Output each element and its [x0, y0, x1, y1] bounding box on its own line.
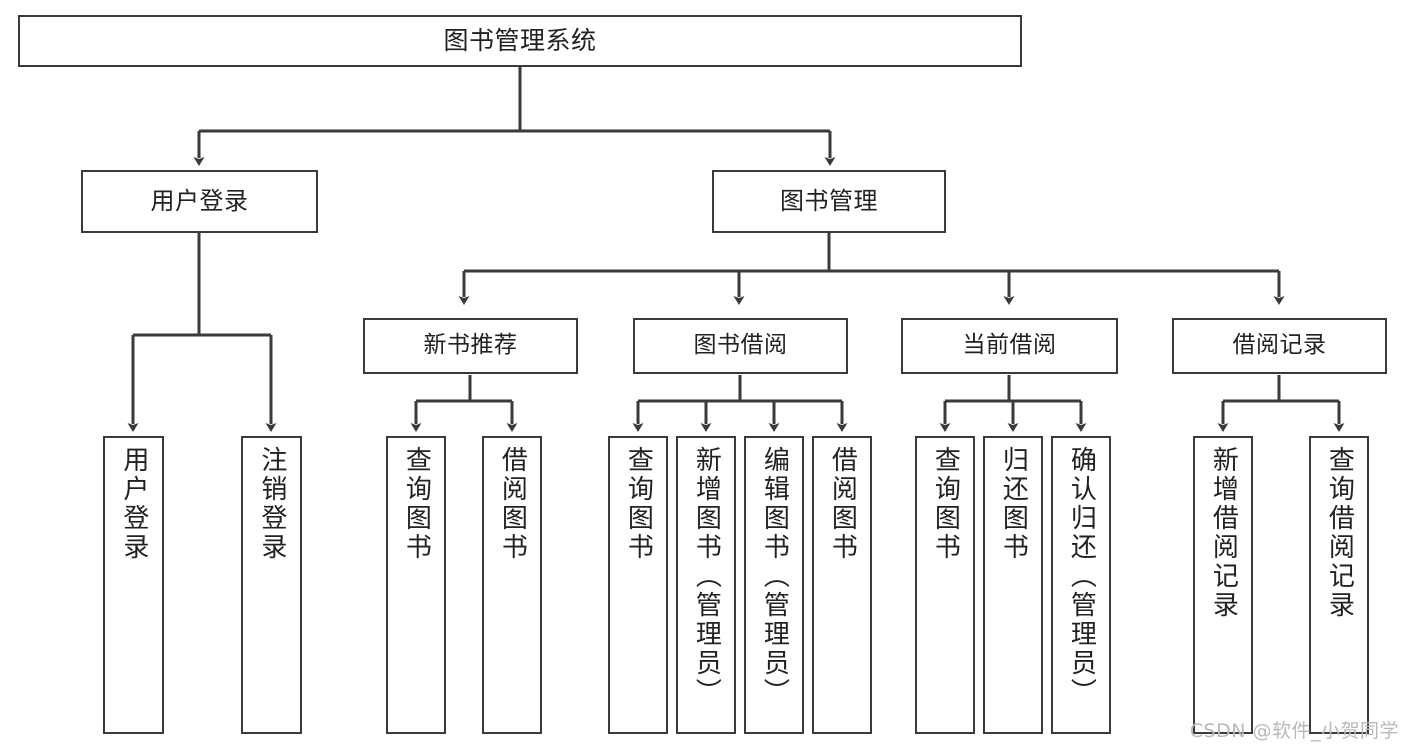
- node-label: 查询图书: [401, 446, 432, 562]
- node-label: 借阅记录: [1232, 332, 1327, 359]
- node-label: 确认归还（管理员）: [1066, 446, 1097, 707]
- csdn-watermark: CSDN @软件_小贺同学: [1189, 720, 1399, 742]
- leaf-record-add-record[interactable]: 新增借阅记录: [1193, 436, 1253, 734]
- node-label: 当前借阅: [962, 332, 1057, 359]
- node-book-management[interactable]: 图书管理: [712, 170, 946, 233]
- node-label: 图书管理: [780, 187, 878, 216]
- node-borrow-record[interactable]: 借阅记录: [1172, 318, 1387, 374]
- node-label: 图书管理系统: [443, 26, 597, 55]
- node-current-borrow[interactable]: 当前借阅: [901, 318, 1118, 374]
- leaf-current-confirm-return-admin[interactable]: 确认归还（管理员）: [1051, 436, 1111, 734]
- node-label: 查询借阅记录: [1324, 446, 1355, 620]
- leaf-recommend-borrow-book[interactable]: 借阅图书: [482, 436, 542, 734]
- node-label: 用户登录: [150, 187, 249, 216]
- node-label: 新增图书（管理员）: [691, 446, 722, 707]
- node-label: 借阅图书: [827, 446, 858, 562]
- leaf-current-query-book[interactable]: 查询图书: [915, 436, 975, 734]
- node-label: 编辑图书（管理员）: [759, 446, 790, 707]
- node-label: 新书推荐: [423, 332, 518, 359]
- node-label: 图书借阅: [693, 332, 788, 359]
- leaf-user-login-logout[interactable]: 注销登录: [241, 436, 302, 734]
- leaf-borrow-borrow-book[interactable]: 借阅图书: [812, 436, 872, 734]
- leaf-record-query-record[interactable]: 查询借阅记录: [1309, 436, 1369, 734]
- node-new-book-recommend[interactable]: 新书推荐: [363, 318, 578, 374]
- node-book-borrow[interactable]: 图书借阅: [633, 318, 848, 374]
- node-label: 查询图书: [930, 446, 961, 562]
- node-label: 查询图书: [623, 446, 654, 562]
- node-label: 借阅图书: [497, 446, 528, 562]
- leaf-recommend-query-book[interactable]: 查询图书: [386, 436, 446, 734]
- leaf-borrow-query-book[interactable]: 查询图书: [608, 436, 668, 734]
- node-label: 归还图书: [998, 446, 1029, 562]
- node-root-system[interactable]: 图书管理系统: [18, 15, 1022, 67]
- node-user-login[interactable]: 用户登录: [81, 170, 318, 233]
- node-label: 新增借阅记录: [1208, 446, 1239, 620]
- node-label: 注销登录: [256, 446, 287, 562]
- leaf-borrow-add-book-admin[interactable]: 新增图书（管理员）: [676, 436, 736, 734]
- leaf-borrow-edit-book-admin[interactable]: 编辑图书（管理员）: [744, 436, 804, 734]
- leaf-user-login-login[interactable]: 用户登录: [103, 436, 164, 734]
- node-label: 用户登录: [118, 446, 149, 562]
- leaf-current-return-book[interactable]: 归还图书: [983, 436, 1043, 734]
